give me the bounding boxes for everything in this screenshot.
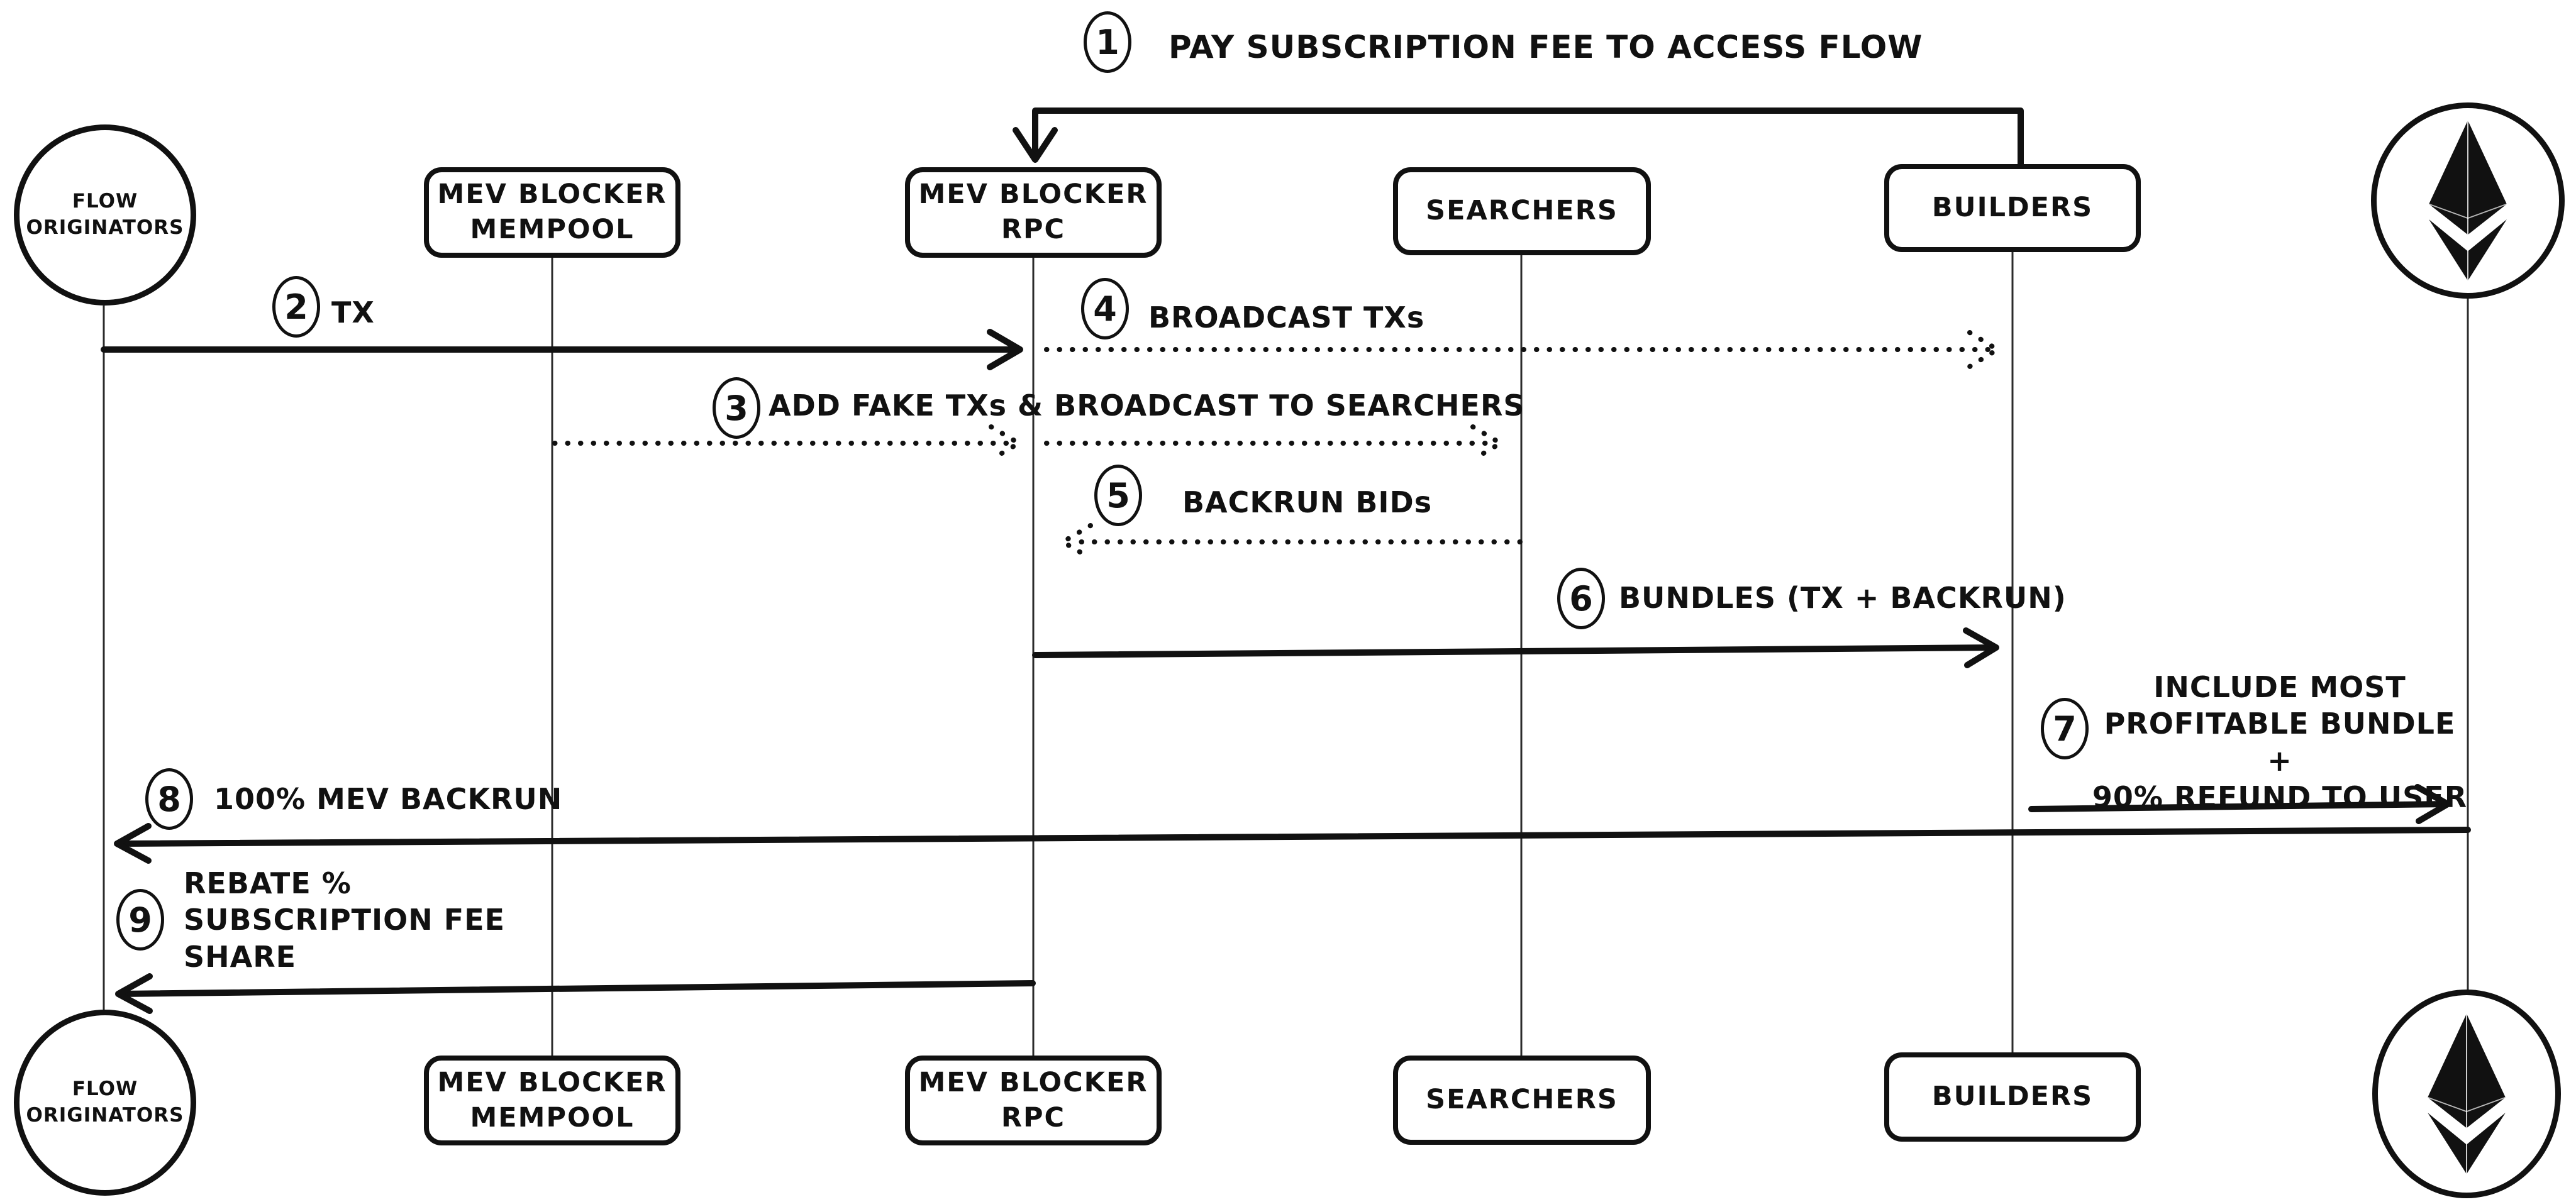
participant-label: MEV BLOCKER xyxy=(918,1066,1148,1098)
arrow-step-5 xyxy=(1060,523,1523,561)
participant-label: BUILDERS xyxy=(1931,1081,2094,1113)
message-label-9: REBATE % SUBSCRIPTION FEE SHARE xyxy=(184,865,505,975)
participant-label: MEV BLOCKER xyxy=(918,179,1148,211)
arrow-step-6 xyxy=(1032,627,1999,668)
participant-flow-originators-top: FLOW ORIGINATORS xyxy=(14,124,196,306)
participant-label: MEV BLOCKER xyxy=(437,179,667,211)
participant-label: FLOW xyxy=(72,1078,138,1101)
step-badge-5: 5 xyxy=(1094,465,1142,526)
participant-label: MEMPOOL xyxy=(470,1101,635,1133)
step-badge-1: 1 xyxy=(1084,11,1131,73)
participant-label: BUILDERS xyxy=(1931,192,2094,224)
participant-mev-blocker-mempool-bottom: MEV BLOCKER MEMPOOL xyxy=(424,1056,680,1145)
message-label-8: 100% MEV BACKRUN xyxy=(214,782,563,816)
step-badge-3: 3 xyxy=(713,377,760,439)
message-label-2: TX xyxy=(331,295,375,329)
participant-label: ORIGINATORS xyxy=(26,1104,184,1127)
ethereum-icon xyxy=(2428,120,2507,281)
arrow-step-1 xyxy=(1013,108,2024,168)
step-badge-8: 8 xyxy=(145,768,193,830)
participant-ethereum-bottom xyxy=(2372,990,2561,1198)
step-badge-4: 4 xyxy=(1081,278,1129,339)
arrow-step-8 xyxy=(114,823,2471,864)
message-label-6: BUNDLES (TX + BACKRUN) xyxy=(1619,581,2067,615)
step-badge-2: 2 xyxy=(272,276,320,338)
message-label-line: INCLUDE MOST xyxy=(2153,670,2406,704)
message-label-1: PAY SUBSCRIPTION FEE TO ACCESS FLOW xyxy=(1169,29,1923,65)
participant-label: RPC xyxy=(1001,1101,1066,1133)
participant-label: RPC xyxy=(1001,214,1066,245)
message-label-line: PROFITABLE BUNDLE + xyxy=(2104,707,2456,778)
arrow-step-7 xyxy=(2028,784,2451,824)
arrow-step-4 xyxy=(1044,330,2000,369)
message-label-5: BACKRUN BIDs xyxy=(1182,485,1433,519)
participant-builders-top: BUILDERS xyxy=(1884,164,2141,252)
participant-mev-blocker-mempool-top: MEV BLOCKER MEMPOOL xyxy=(424,167,680,258)
participant-builders-bottom: BUILDERS xyxy=(1884,1052,2141,1142)
message-label-line: SUBSCRIPTION FEE xyxy=(184,903,506,937)
message-label-line: REBATE % xyxy=(184,866,352,900)
participant-searchers-top: SEARCHERS xyxy=(1393,167,1651,255)
participant-label: FLOW xyxy=(72,190,138,213)
participant-label: ORIGINATORS xyxy=(26,216,184,239)
participant-searchers-bottom: SEARCHERS xyxy=(1393,1056,1651,1145)
arrow-step-2 xyxy=(101,329,1023,370)
step-badge-7: 7 xyxy=(2041,698,2089,759)
participant-mev-blocker-rpc-top: MEV BLOCKER RPC xyxy=(905,167,1162,258)
participant-flow-originators-bottom: FLOW ORIGINATORS xyxy=(14,1010,196,1196)
arrow-step-9 xyxy=(115,973,1036,1014)
participant-ethereum-top xyxy=(2371,102,2565,299)
participant-label: SEARCHERS xyxy=(1426,195,1618,227)
participant-label: MEMPOOL xyxy=(470,214,635,245)
participant-label: SEARCHERS xyxy=(1426,1084,1618,1116)
message-label-7: INCLUDE MOST PROFITABLE BUNDLE + 90% REF… xyxy=(2087,669,2473,816)
message-label-line: SHARE xyxy=(184,939,297,974)
step-badge-9: 9 xyxy=(116,889,164,951)
message-label-line: 90% REFUND TO USER xyxy=(2092,780,2468,815)
message-label-3: ADD FAKE TXs & BROADCAST TO SEARCHERS xyxy=(769,389,1525,422)
message-label-4: BROADCAST TXs xyxy=(1148,300,1425,334)
step-badge-6: 6 xyxy=(1557,568,1605,629)
participant-mev-blocker-rpc-bottom: MEV BLOCKER RPC xyxy=(905,1056,1162,1145)
arrow-step-3 xyxy=(552,424,1503,462)
ethereum-icon xyxy=(2427,1013,2506,1174)
participant-label: MEV BLOCKER xyxy=(437,1066,667,1098)
